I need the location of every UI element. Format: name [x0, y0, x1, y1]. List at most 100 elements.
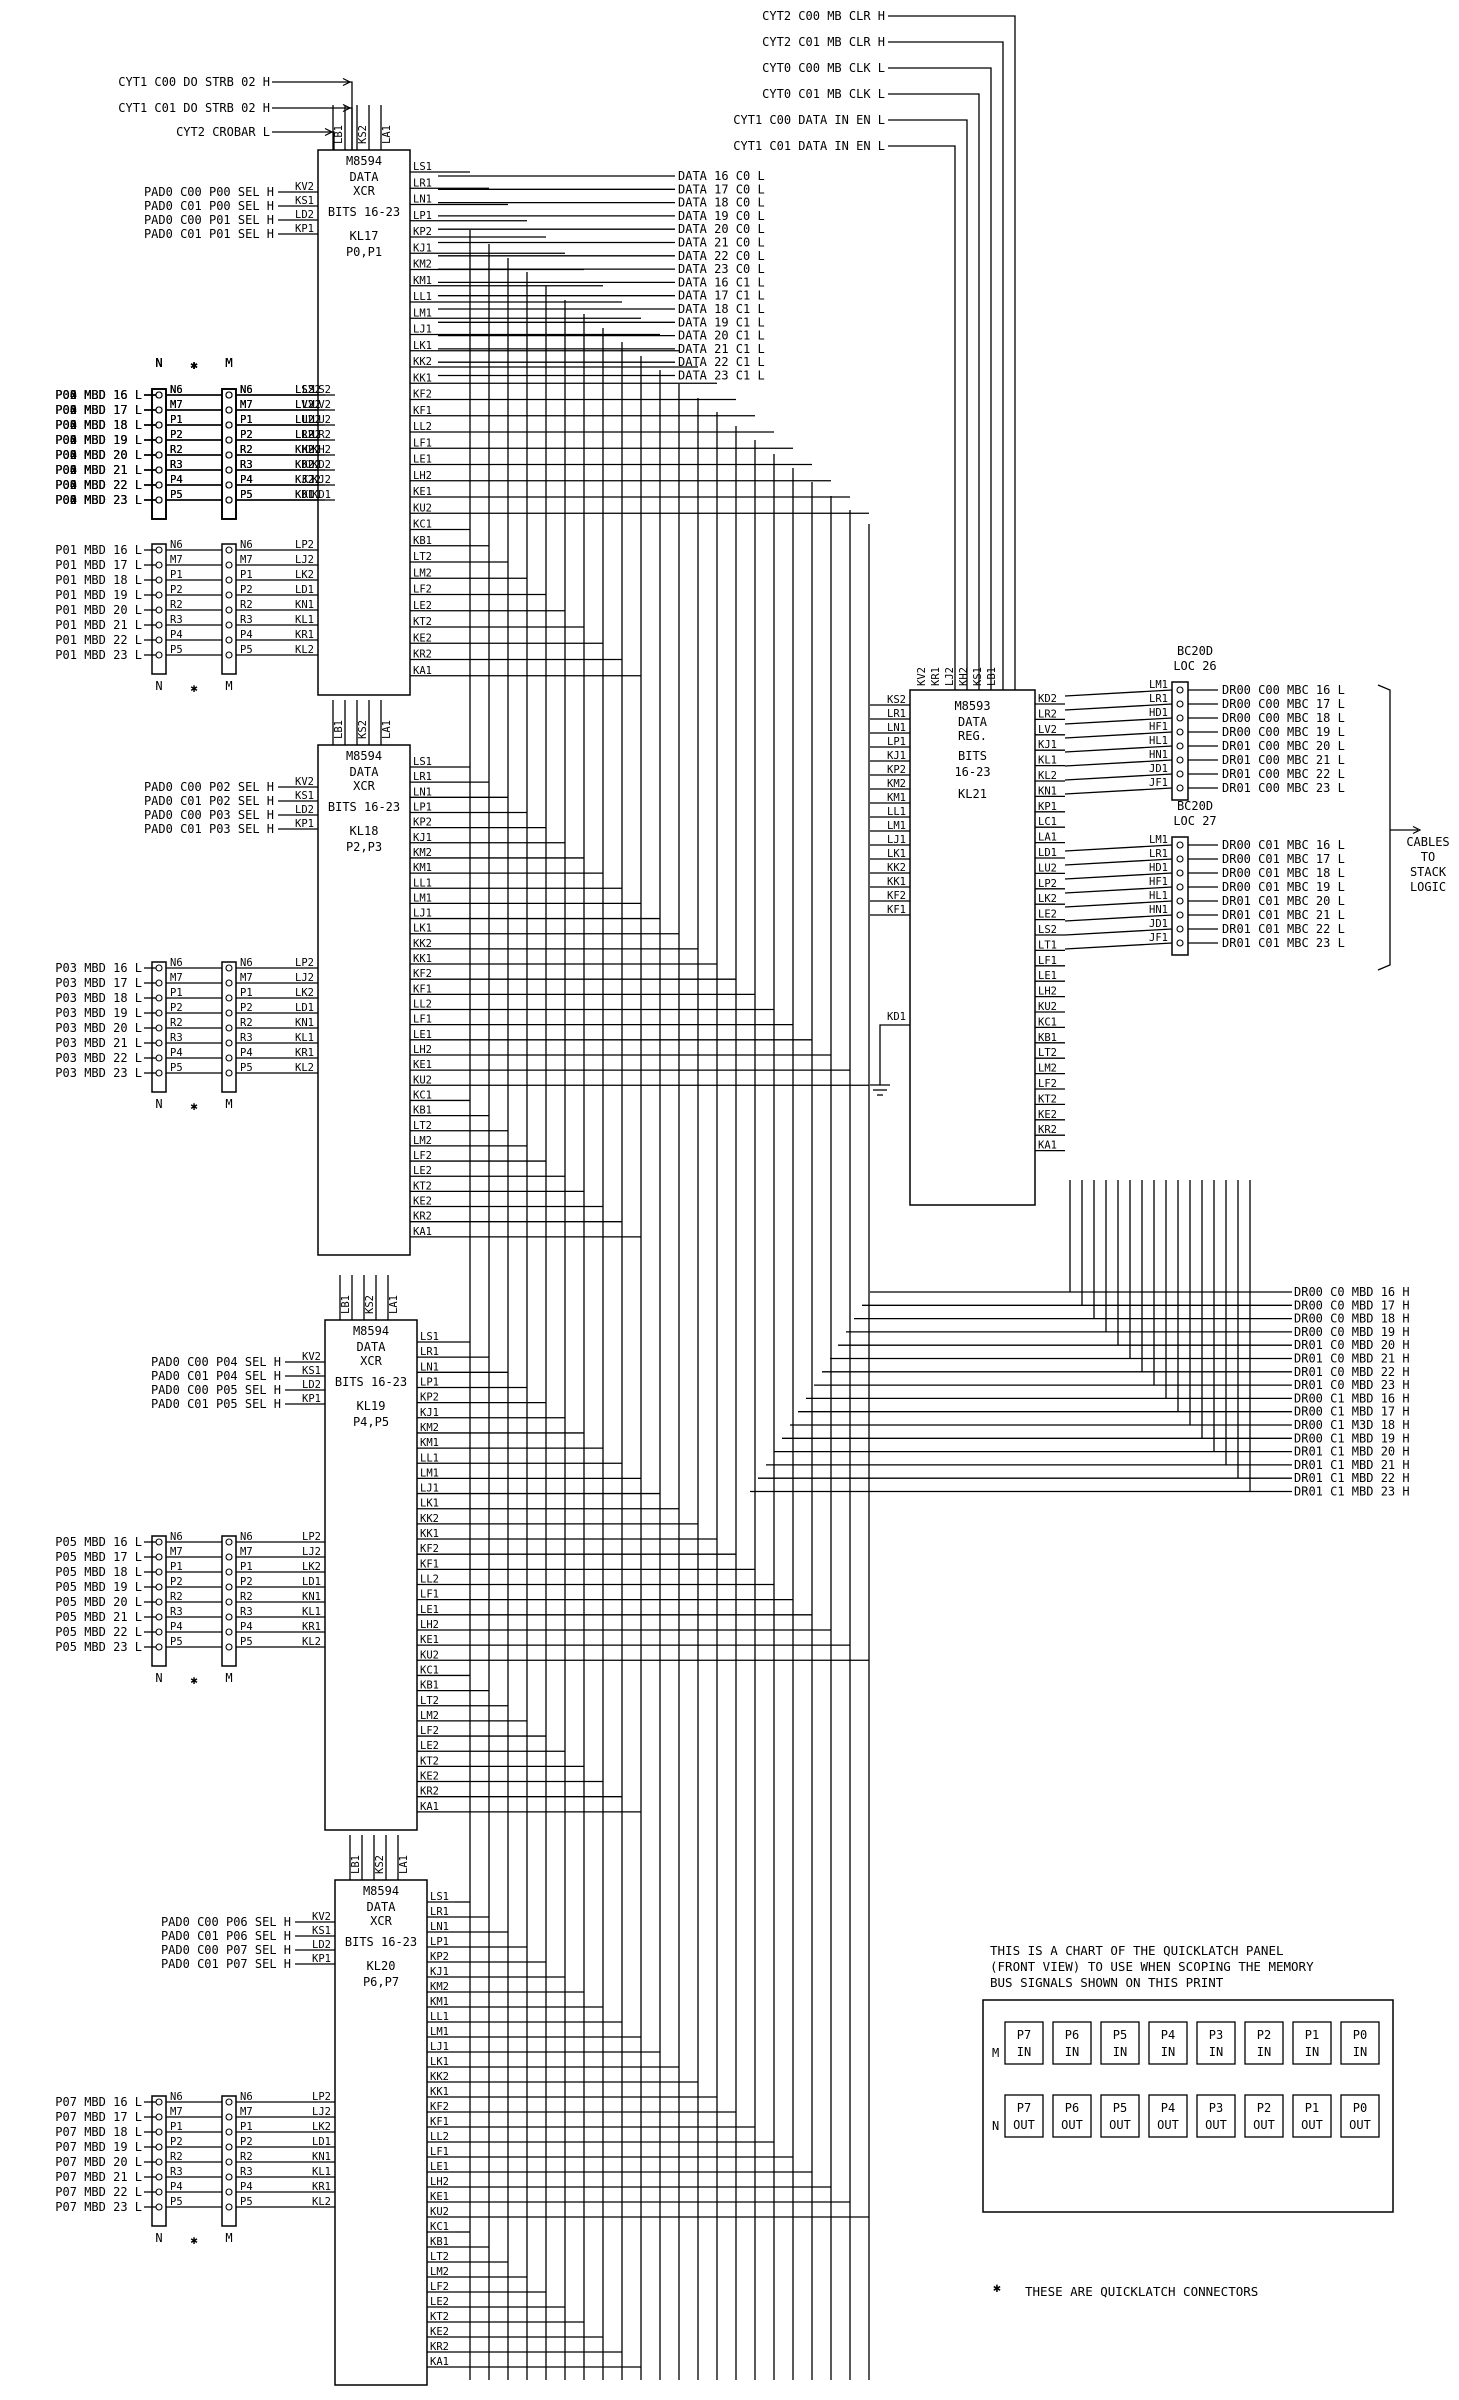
connector-pin-dot	[225, 2128, 233, 2136]
conn-pin-label: P4	[170, 474, 183, 486]
mbd-signal-P04: P04 MBD 22 L	[55, 478, 142, 492]
conn-pin-label: M7	[170, 399, 183, 411]
conn-pin-label: N6	[240, 384, 253, 396]
conn-pin-label: P1	[170, 414, 183, 426]
xcvr-label-KL17-l1: M8594	[346, 154, 382, 168]
bc-pin-label: LM1	[1149, 834, 1168, 846]
xcvr-pin-KD2: KD2	[302, 459, 321, 471]
connector-pin-dot	[155, 606, 163, 614]
bc-pin-dot	[1176, 869, 1184, 877]
connector-pin-dot	[155, 1024, 163, 1032]
bc-pin-label: HN1	[1149, 904, 1168, 916]
xcvr-right-pin: LF2	[413, 584, 432, 596]
conn-pin-label: P2	[240, 429, 253, 441]
control-wire	[272, 131, 335, 150]
xcvr-right-pin: LT2	[413, 1120, 432, 1132]
bc-in-wire	[1064, 900, 1173, 908]
xcvr-pin-LS2: LS2	[295, 384, 314, 396]
register-left-pin: LN1	[887, 722, 906, 734]
xcvr-pin-LD1: LD1	[295, 1002, 314, 1014]
bc-signal: DR00 C00 MBC 16 L	[1222, 683, 1345, 697]
mbd-signal-P01: P01 MBD 18 L	[55, 573, 142, 587]
quicklatch-star-icon: ✱	[993, 2281, 1001, 2296]
control-signal: CYT1 C01 DO STRB 02 H	[118, 101, 270, 115]
xcvr-right-pin: LR1	[413, 771, 432, 783]
quicklatch-connector-n	[151, 388, 167, 520]
mbd-signal-P06: P06 MBD 21 L	[55, 463, 142, 477]
connector-pin-dot	[225, 451, 233, 459]
register-label-l4: BITS	[958, 749, 987, 763]
select-signal-KL20: PAD0 C00 P07 SEL H	[161, 1943, 291, 1957]
panel-cell-port: P3	[1209, 2101, 1223, 2115]
xcvr-left-pin: KV2	[295, 181, 314, 193]
xcvr-label-KL20-l5: KL20	[367, 1959, 396, 1973]
bc20d-name: BC20D	[1177, 644, 1213, 658]
connector-pin-dot	[155, 576, 163, 584]
xcvr-right-pin: KK2	[413, 356, 432, 368]
conn-marker-n: N	[155, 1671, 162, 1685]
xcvr-label-KL17-l6: P0,P1	[346, 245, 382, 259]
conn-pin-label: R2	[240, 1017, 253, 1029]
register-right-pin: LC1	[1038, 816, 1057, 828]
xcvr-right-pin: KM1	[413, 862, 432, 874]
xcvr-right-pin: LJ1	[413, 324, 432, 336]
connector-pin-dot	[155, 1643, 163, 1651]
xcvr-right-pin: KR2	[430, 2341, 449, 2353]
connector-pin-dot	[225, 1628, 233, 1636]
xcvr-right-pin: KT2	[430, 2311, 449, 2323]
dr-signal: DR00 C0 MBD 18 H	[1294, 1312, 1410, 1326]
xcvr-pin-LK2: LK2	[295, 569, 314, 581]
register-left-pin: KM1	[887, 792, 906, 804]
connector-pin-dot	[155, 621, 163, 629]
conn-pin-label: R3	[240, 459, 253, 471]
xcvr-pin-LR2: LR2	[312, 429, 331, 441]
bc-pin-dot	[1176, 728, 1184, 736]
top-control-signal: CYT0 C01 MB CLK L	[762, 87, 885, 101]
mbd-signal-P00: P00 MBD 23 L	[55, 493, 142, 507]
xcvr-pin-LP2: LP2	[302, 1531, 321, 1543]
register-right-pin: LD1	[1038, 847, 1057, 859]
conn-pin-label: P5	[170, 489, 183, 501]
xcvr-right-pin: LM1	[420, 1467, 439, 1479]
mbd-signal-P03: P03 MBD 23 L	[55, 1066, 142, 1080]
select-signal-KL19: PAD0 C00 P04 SEL H	[151, 1355, 281, 1369]
xcvr-right-pin: KA1	[430, 2356, 449, 2368]
xcvr-left-pin: KP1	[312, 1953, 331, 1965]
xcvr-right-pin: KM1	[420, 1437, 439, 1449]
select-signal-KL20: PAD0 C01 P06 SEL H	[161, 1929, 291, 1943]
register-left-pin: KS2	[887, 694, 906, 706]
conn-pin-label: N6	[170, 1531, 183, 1543]
panel-cell-dir: OUT	[1013, 2118, 1035, 2132]
bc-in-wire	[1064, 717, 1173, 725]
xcvr-label-KL17-l5: KL17	[350, 229, 379, 243]
xcvr-right-pin: LP1	[430, 1936, 449, 1948]
xcvr-right-pin: KE1	[413, 486, 432, 498]
xcvr-right-pin: KB1	[413, 535, 432, 547]
panel-cell-P5-in	[1100, 2021, 1140, 2065]
panel-cell-P6-in	[1052, 2021, 1092, 2065]
xcvr-label-KL19-l3: XCR	[360, 1354, 382, 1368]
connector-pin-dot	[225, 2173, 233, 2181]
connector-pin-dot	[225, 2158, 233, 2166]
bc-pin-label: HL1	[1149, 735, 1168, 747]
xcvr-left-pin: KP1	[302, 1393, 321, 1405]
xcvr-right-pin: KK1	[430, 2086, 449, 2098]
panel-cell-dir: IN	[1209, 2045, 1223, 2059]
xcvr-left-pin: KP1	[295, 223, 314, 235]
connector-pin-dot	[155, 651, 163, 659]
xcvr-right-pin: LK1	[413, 340, 432, 352]
xcvr-right-pin: KC1	[430, 2221, 449, 2233]
arrow-head	[342, 77, 352, 87]
connector-pin-dot	[225, 496, 233, 504]
conn-pin-label: R2	[240, 444, 253, 456]
xcvr-right-pin: KJ1	[430, 1966, 449, 1978]
conn-pin-label: R2	[170, 444, 183, 456]
xcvr-pin-LS2: LS2	[312, 384, 331, 396]
xcvr-label-KL17-l2: DATA	[350, 170, 380, 184]
register-right-pin: LM2	[1038, 1063, 1057, 1075]
top-control-signal: CYT0 C00 MB CLK L	[762, 61, 885, 75]
xcvr-pin-KH2: KH2	[295, 444, 314, 456]
xcvr-pin-KR1: KR1	[302, 1621, 321, 1633]
panel-cell-port: P7	[1017, 2101, 1031, 2115]
xcvr-right-pin: LP1	[420, 1376, 439, 1388]
